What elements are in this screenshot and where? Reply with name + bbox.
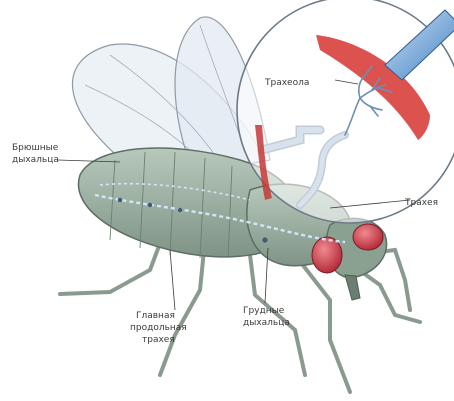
abdominal-spiracle [148, 203, 152, 207]
label-abdominal-spiracles-line1: Брюшные [12, 143, 59, 153]
label-thoracic-spiracles-line1: Грудные [243, 306, 285, 316]
label-main-trachea-line2: продольная [130, 323, 187, 333]
label-main-trachea-line3: трахея [142, 335, 175, 345]
label-main-trachea-line1: Главная [136, 311, 175, 321]
label-abdominal-spiracles-line2: дыхальца [12, 155, 59, 165]
label-tracheole: Трахеола [264, 78, 309, 88]
label-trachea: Трахея [404, 198, 438, 208]
abdominal-spiracle [178, 208, 182, 212]
eye-front [353, 224, 383, 250]
abdominal-spiracle [118, 198, 122, 202]
thoracic-spiracle [262, 237, 267, 242]
label-thoracic-spiracles-line2: дыхальца [243, 318, 290, 328]
